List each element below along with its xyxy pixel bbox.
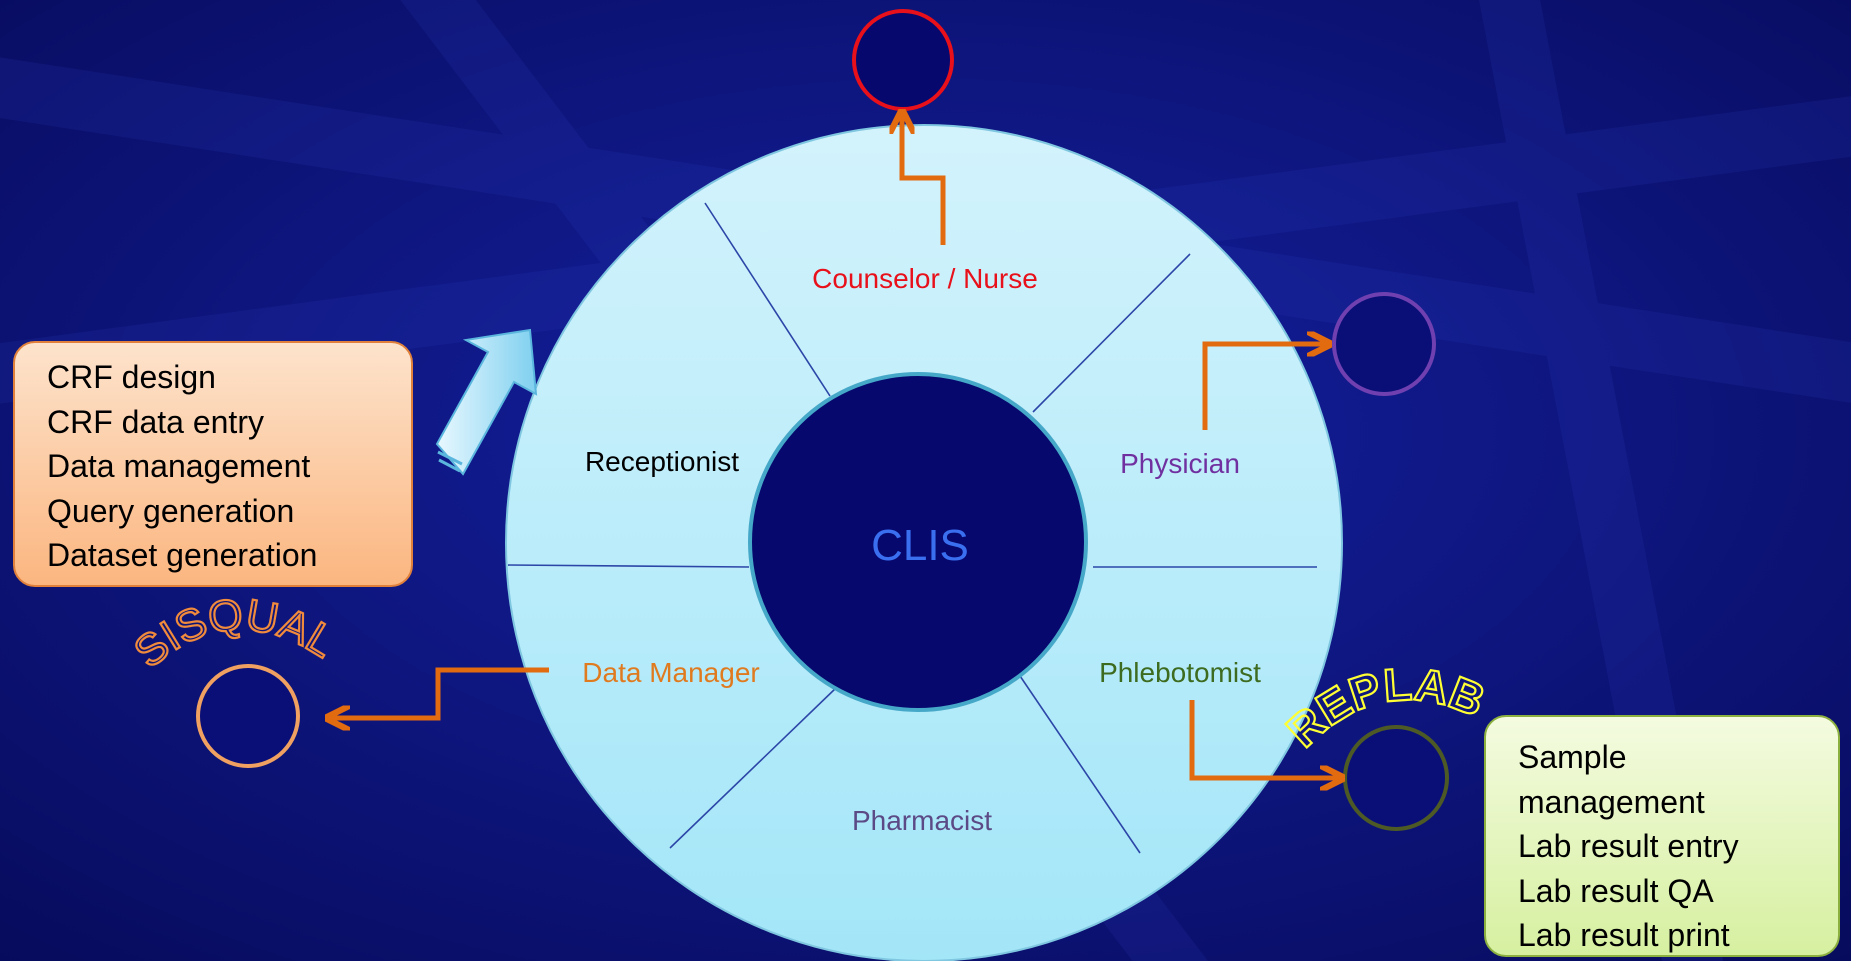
feature-item: Lab result QA [1518, 872, 1714, 909]
sisqual-module-circle [196, 664, 300, 768]
sisqual-label: SISQUAL [125, 590, 344, 678]
feature-item: Lab result print [1518, 917, 1730, 953]
counselor-module-circle [852, 9, 954, 111]
lab-features-box: Sample management Lab result entry Lab r… [1484, 715, 1840, 957]
feature-item: Query generation [47, 492, 295, 529]
physician-module-circle [1332, 292, 1436, 396]
feature-item: CRF design [47, 359, 216, 395]
sector-dividers [507, 202, 1317, 854]
center-label: CLIS [871, 521, 969, 570]
counselor-connector [902, 114, 946, 245]
feature-item: management [1518, 783, 1705, 820]
phlebotomist-connector [1189, 700, 1340, 778]
role-physician: Physician [1120, 448, 1240, 479]
role-counselor-nurse: Counselor / Nurse [812, 263, 1038, 294]
feature-item: Sample [1518, 739, 1627, 775]
role-receptionist: Receptionist [585, 446, 739, 477]
cdms-features-box: CRF design CRF data entry Data managemen… [13, 341, 413, 587]
role-pharmacist: Pharmacist [852, 805, 992, 836]
role-data-manager: Data Manager [582, 657, 759, 688]
physician-connector [1202, 344, 1327, 430]
input-block-arrow [435, 328, 538, 476]
center-hub [748, 372, 1088, 712]
role-phlebotomist: Phlebotomist [1099, 657, 1261, 688]
feature-item: Dataset generation [47, 537, 318, 573]
replab-module-circle [1343, 725, 1449, 831]
feature-item: Data management [47, 448, 311, 484]
data-manager-connector [330, 667, 549, 718]
feature-item: Lab result entry [1518, 828, 1739, 864]
feature-item: CRF data entry [47, 403, 264, 440]
